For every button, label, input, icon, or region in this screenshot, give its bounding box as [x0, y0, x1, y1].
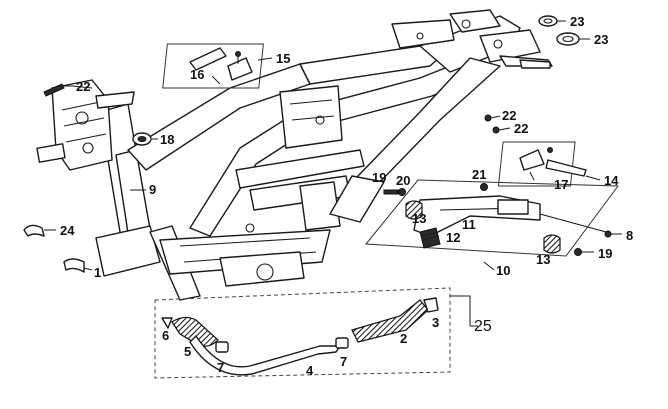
callout-1: 1 — [94, 265, 101, 280]
callout-6: 6 — [162, 328, 169, 343]
callout-labels: 1 2 3 4 5 6 7 7 8 9 10 11 12 13 13 14 15… — [60, 14, 633, 378]
guard-assembly-25 — [154, 287, 451, 379]
callout-3: 3 — [432, 315, 439, 330]
callout-13a: 13 — [412, 211, 426, 226]
clamp-1 — [63, 258, 85, 273]
washer-23-bottom — [556, 32, 580, 46]
leader-lines — [44, 20, 622, 327]
callout-19b: 19 — [598, 246, 612, 261]
callout-21: 21 — [472, 167, 486, 182]
callout-10: 10 — [496, 263, 510, 278]
callout-4: 4 — [306, 363, 314, 378]
callout-7a: 7 — [217, 360, 224, 375]
callout-14: 14 — [604, 173, 619, 188]
callout-5: 5 — [184, 344, 191, 359]
stand-assembly-10 — [364, 179, 619, 257]
bracket-kit-14-17 — [497, 141, 587, 187]
callout-9: 9 — [149, 182, 156, 197]
callout-23a: 23 — [570, 14, 584, 29]
callout-20: 20 — [396, 173, 410, 188]
callout-18: 18 — [160, 132, 174, 147]
callout-23b: 23 — [594, 32, 608, 47]
callout-22b: 22 — [502, 108, 516, 123]
bracket-kit-15-16 — [162, 43, 264, 89]
callout-22a: 22 — [76, 79, 90, 94]
callout-19a: 19 — [372, 170, 386, 185]
grommet-18 — [132, 132, 152, 146]
callout-22c: 22 — [514, 121, 528, 136]
callout-11: 11 — [462, 217, 476, 232]
bolt-22-left — [43, 83, 72, 97]
callout-25: 25 — [474, 318, 492, 335]
screw-22-right-b — [492, 126, 511, 134]
callout-16: 16 — [190, 67, 204, 82]
callout-13b: 13 — [536, 252, 550, 267]
callout-2: 2 — [400, 331, 407, 346]
callout-24: 24 — [60, 223, 75, 238]
screw-22-right-a — [484, 114, 501, 122]
callout-17: 17 — [554, 177, 568, 192]
callout-15: 15 — [276, 51, 290, 66]
callout-8: 8 — [626, 228, 633, 243]
clamp-24 — [23, 224, 45, 237]
main-frame — [36, 9, 553, 301]
washer-23-top — [538, 15, 558, 27]
callout-12: 12 — [446, 230, 460, 245]
callout-7b: 7 — [340, 354, 347, 369]
